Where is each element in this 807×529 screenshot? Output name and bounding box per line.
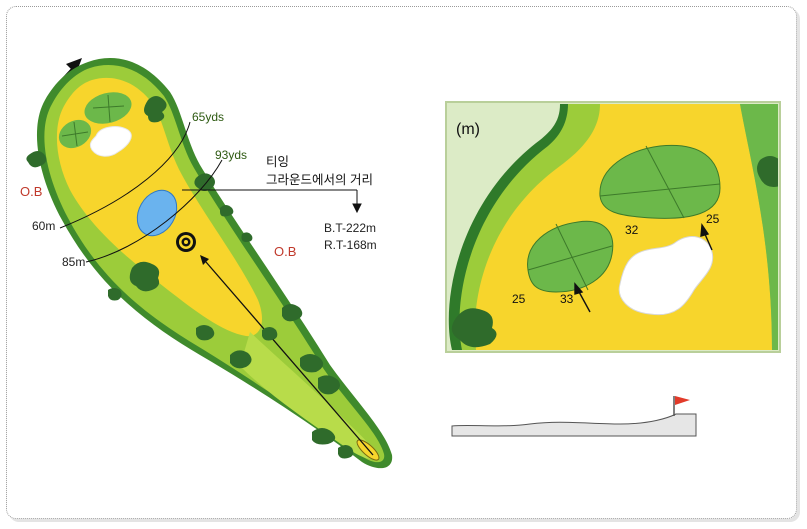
marker-85m: 85m xyxy=(62,255,85,269)
fairway-lower xyxy=(240,332,375,459)
marker-93yds: 93yds xyxy=(215,148,247,162)
ob-right-label: O.B xyxy=(274,244,296,259)
inset-trees xyxy=(451,156,778,348)
marker-60m: 60m xyxy=(32,219,55,233)
inset-approach-left: 33 xyxy=(560,292,574,306)
ob-left-label: O.B xyxy=(20,184,42,199)
trees xyxy=(26,96,354,459)
marker-65yds: 65yds xyxy=(192,110,224,124)
card-frame xyxy=(6,6,797,519)
inset-green-upper xyxy=(599,144,721,219)
green-upper xyxy=(84,92,132,124)
water-hazard xyxy=(136,189,178,237)
flag-icon xyxy=(673,396,690,416)
tee-info-leader xyxy=(182,189,362,214)
inset-bunker xyxy=(618,236,714,316)
bt-distance: B.T-222m xyxy=(324,221,376,235)
distance-leaders xyxy=(59,121,223,263)
bunker xyxy=(89,126,132,157)
inset-depth-top: 32 xyxy=(625,223,639,237)
inset-width-left: 25 xyxy=(512,292,526,306)
inset-slope-right: 25 xyxy=(706,212,720,226)
inset-green-lower xyxy=(527,220,614,293)
target-marker-icon xyxy=(176,232,196,252)
tee-title-line2: 그라운드에서의 거리 xyxy=(266,173,373,187)
rt-distance: R.T-168m xyxy=(324,238,377,252)
tee-title-line1: 티잉 xyxy=(266,155,289,169)
shot-line xyxy=(200,255,374,456)
inset-unit: (m) xyxy=(456,121,480,138)
approach-arrows xyxy=(574,222,713,313)
